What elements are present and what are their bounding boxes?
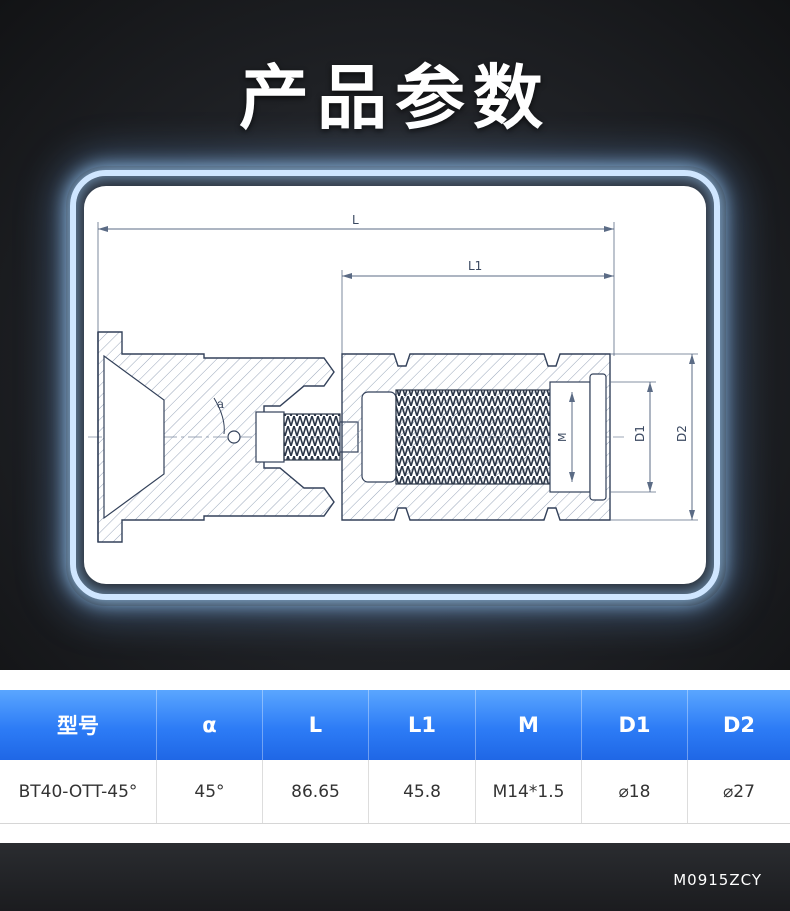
header-M: M (518, 713, 539, 737)
header-divider (368, 690, 369, 760)
cell-D1: ⌀18 (618, 781, 651, 802)
dimension-L: L (97, 213, 615, 356)
page-title: 产品参数 (239, 57, 551, 139)
cell-D2: ⌀27 (723, 781, 755, 802)
label-L1: L1 (468, 259, 482, 273)
label-D2: D2 (675, 425, 689, 442)
row-divider (475, 760, 476, 823)
header-divider (262, 690, 263, 760)
cone-section: a (97, 331, 335, 543)
dimension-M: M (556, 392, 575, 482)
header-L: L (308, 713, 323, 737)
pull-stud-drawing: L L1 a (88, 213, 698, 543)
dimension-D1: D1 (610, 381, 656, 493)
label-M: M (556, 433, 569, 443)
row-divider (687, 760, 688, 823)
header-D1: D1 (618, 713, 651, 737)
row-divider (156, 760, 157, 823)
footer-bar: M0915ZCY (0, 843, 790, 911)
table-row: BT40-OTT-45° 45° 86.65 45.8 M14*1.5 ⌀18 … (0, 760, 790, 824)
cell-L1: 45.8 (403, 781, 441, 802)
technical-drawing: L L1 a (84, 186, 706, 584)
header-divider (687, 690, 688, 760)
row-divider (262, 760, 263, 823)
label-L: L (352, 213, 359, 227)
main-body (341, 353, 611, 521)
table-header: 型号 α L L1 M D1 D2 (0, 690, 790, 760)
label-alpha: a (217, 397, 224, 411)
header-model: 型号 (57, 714, 99, 738)
row-divider (368, 760, 369, 823)
label-D1: D1 (633, 425, 647, 442)
dimension-D2: D2 (610, 353, 698, 521)
header-alpha: α (202, 713, 217, 737)
hero-section: 产品参数 L (0, 0, 790, 670)
drawing-frame (70, 170, 720, 600)
cell-model: BT40-OTT-45° (18, 781, 138, 802)
product-code: M0915ZCY (673, 871, 762, 889)
cell-M: M14*1.5 (492, 781, 565, 802)
header-D2: D2 (722, 713, 756, 737)
header-divider (156, 690, 157, 760)
cell-alpha: 45° (194, 781, 225, 802)
dimension-L1: L1 (341, 259, 614, 356)
spec-table: 型号 α L L1 M D1 D2 BT40-OTT-45° 45° 86.65… (0, 690, 790, 824)
cell-L: 86.65 (291, 781, 340, 802)
row-divider (581, 760, 582, 823)
header-divider (581, 690, 582, 760)
header-divider (475, 690, 476, 760)
header-L1: L1 (408, 713, 436, 737)
